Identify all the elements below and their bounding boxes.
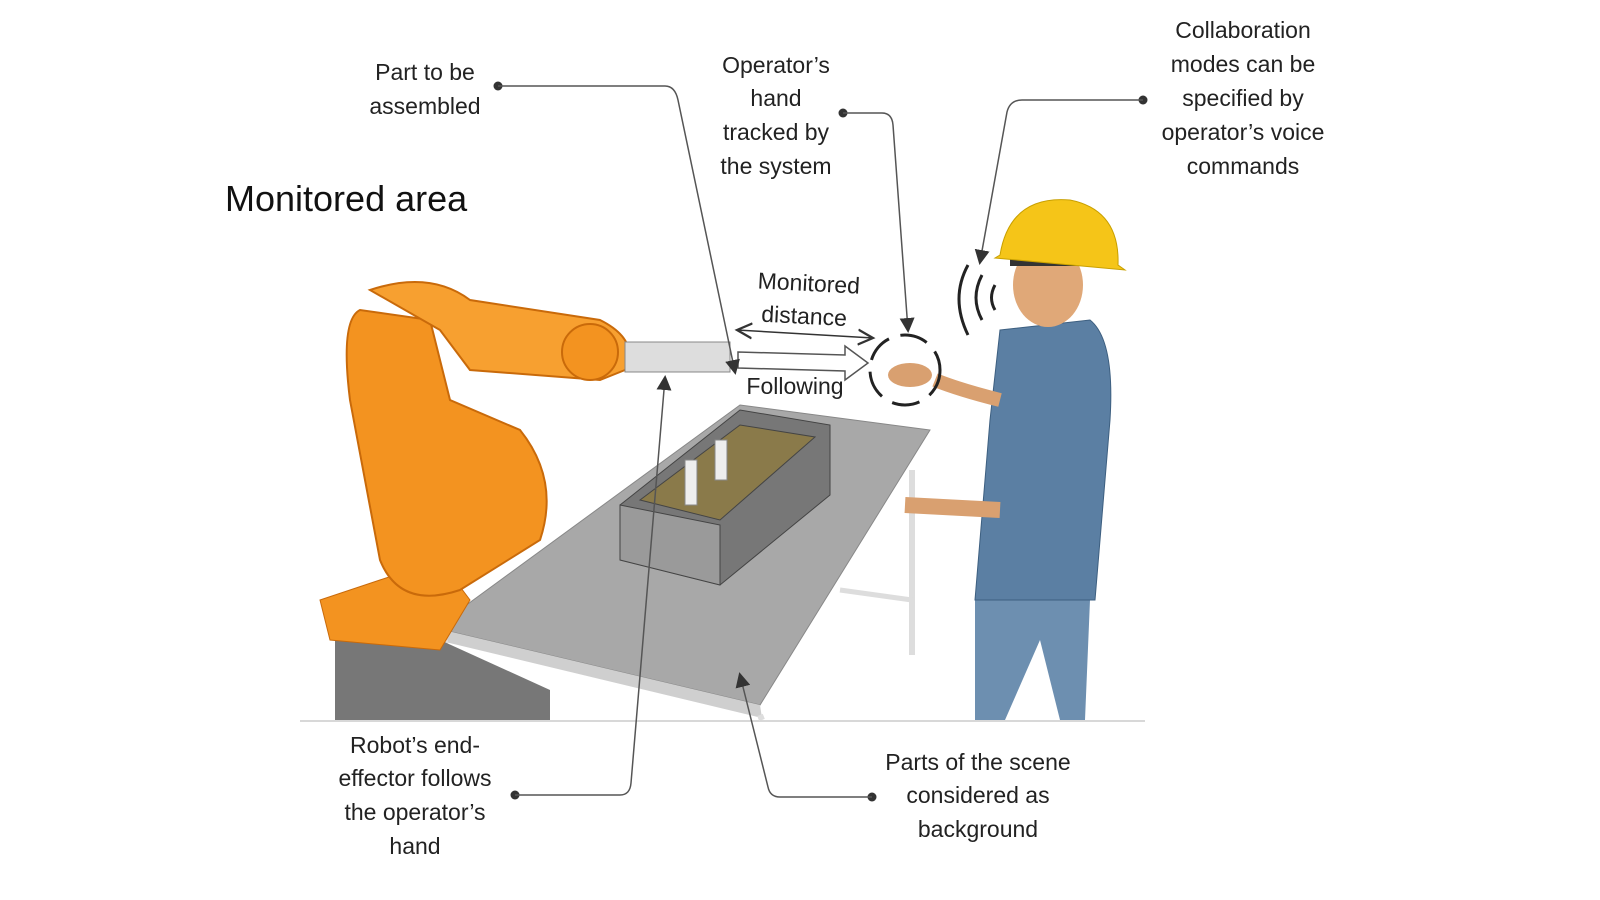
voice-label-line: commands <box>1187 153 1299 179</box>
hand-leader-line <box>843 112 915 333</box>
hand-label-line: Operator’s <box>722 52 830 78</box>
hand-label-line: the system <box>720 153 831 179</box>
part-label-line: assembled <box>369 93 480 119</box>
distance-label-line: distance <box>761 301 848 331</box>
voice-waves-icon <box>957 264 997 336</box>
following-label: Following <box>746 373 843 399</box>
distance-label-line: Monitored <box>757 267 861 298</box>
robot-label-line: Robot’s end- <box>350 732 480 758</box>
monitored-area-title: Monitored area <box>225 178 468 219</box>
background-label-line: considered as <box>906 782 1049 808</box>
hand-label-line: tracked by <box>723 119 830 145</box>
hand-tracking-circle <box>868 333 942 407</box>
end-effector <box>624 341 731 373</box>
robot-label-line: effector follows <box>339 765 492 791</box>
robot-arm <box>319 281 731 720</box>
voice-leader-line <box>974 99 1143 265</box>
operator <box>888 199 1127 720</box>
background-label-line: background <box>918 816 1038 842</box>
voice-label-line: operator’s voice <box>1162 119 1325 145</box>
robot-label-line: hand <box>389 833 440 859</box>
robot-leader-line <box>515 375 672 796</box>
part-leader-line <box>498 85 740 375</box>
distance-arrow <box>737 330 873 338</box>
background-label-line: Parts of the scene <box>885 749 1070 775</box>
background-leader-line <box>735 672 872 798</box>
voice-label-line: Collaboration <box>1175 17 1311 43</box>
robot-label-line: the operator’s <box>344 799 485 825</box>
voice-label-line: specified by <box>1182 85 1304 111</box>
part-label-line: Part to be <box>375 59 475 85</box>
following-arrow <box>737 344 870 382</box>
voice-label-line: modes can be <box>1171 51 1315 77</box>
engine-block <box>619 409 831 586</box>
hand-label-line: hand <box>750 85 801 111</box>
